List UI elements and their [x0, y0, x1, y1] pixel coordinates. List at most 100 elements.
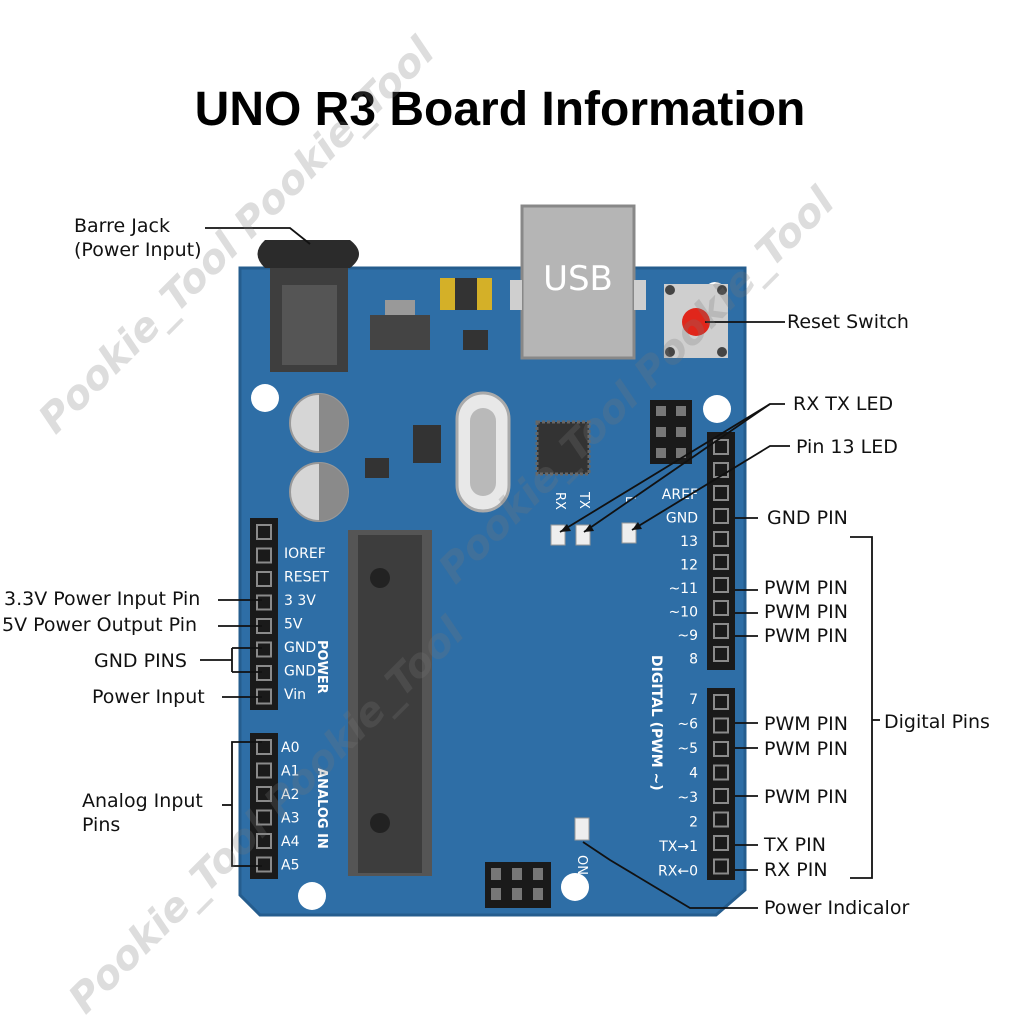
power-pin-label: 3 3V	[284, 593, 316, 609]
digital-pin-label: 8	[689, 652, 698, 668]
analog-pin-label: A0	[281, 740, 299, 756]
digital-pin-label: ~11	[668, 581, 698, 597]
pin-hole	[256, 594, 272, 611]
callout-gnd-pin: GND PIN	[767, 507, 848, 529]
pin-hole	[256, 739, 272, 755]
digital-section-label: DIGITAL (PWM ~)	[648, 655, 664, 791]
rx-led	[550, 524, 566, 546]
on-label: ON	[574, 855, 589, 875]
pin-hole	[256, 833, 272, 849]
callout-pwm-10: PWM PIN	[764, 601, 848, 623]
pin-hole	[256, 665, 272, 681]
pin-hole	[256, 547, 272, 564]
power-pin-label: Vin	[284, 687, 306, 703]
digital-pin-label: RX←0	[658, 864, 698, 880]
digital-pin-label: ~10	[668, 605, 698, 621]
callout-pin13-led: Pin 13 LED	[796, 436, 898, 458]
digital-pin-label: ~9	[677, 628, 698, 644]
pin-hole	[713, 811, 729, 828]
callout-rx-tx-led: RX TX LED	[793, 393, 894, 415]
callout-rx-pin: RX PIN	[764, 859, 828, 881]
pin-hole	[713, 508, 729, 524]
power-pin-label: RESET	[284, 570, 329, 586]
pin-hole	[256, 856, 272, 873]
pin-hole	[713, 554, 729, 570]
digital-pin-label: ~6	[677, 717, 698, 733]
callout-reset-switch: Reset Switch	[787, 311, 909, 333]
pin-hole	[256, 524, 272, 540]
power-pin-label: IOREF	[284, 546, 326, 562]
pin13-led	[621, 522, 637, 544]
mounting-hole	[251, 384, 279, 412]
pin-hole	[713, 694, 729, 710]
pin-hole	[256, 571, 272, 587]
callout-pwm-9: PWM PIN	[764, 625, 848, 647]
pin-hole	[713, 835, 729, 851]
analog-pin-label: A2	[281, 787, 299, 803]
callout-tx-pin: TX PIN	[764, 834, 826, 856]
pin-hole	[713, 485, 729, 501]
analog-header	[250, 733, 278, 879]
digital-pin-label: AREF	[662, 487, 698, 503]
analog-pin-label: A5	[281, 858, 299, 874]
pin-hole	[256, 762, 272, 779]
pin-hole	[713, 600, 729, 616]
pin-hole	[713, 764, 729, 781]
digital-pin-label: ~5	[677, 741, 698, 757]
power-pin-label: GND	[284, 664, 316, 680]
power-pin-label: 5V	[284, 617, 303, 633]
voltage-regulator	[370, 315, 430, 350]
tx-label: TX	[576, 491, 591, 509]
power-section-label: POWER	[314, 640, 329, 694]
power-pin-label: GND	[284, 640, 316, 656]
pin-hole	[713, 788, 729, 804]
analog-pin-label: A3	[281, 811, 299, 827]
digital-pin-label: 13	[680, 534, 698, 550]
small-ic	[413, 425, 441, 463]
callout-5v-pin: 5V Power Output Pin	[2, 614, 198, 636]
diagram-title: UNO R3 Board Information	[194, 83, 806, 136]
pin-hole	[256, 809, 272, 826]
usb-label: USB	[543, 259, 613, 299]
callout-power-input: Power Input	[92, 686, 205, 708]
callout-pwm-3: PWM PIN	[764, 786, 848, 808]
callout-power-indicator: Power Indicalor	[764, 897, 910, 919]
callout-barrel-jack: Barre Jack (Power Input)	[74, 215, 202, 261]
barrel-jack-face	[282, 285, 337, 365]
pin-hole	[713, 717, 729, 734]
digital-pin-label: ~3	[677, 790, 698, 806]
digital-pin-label: 7	[689, 692, 698, 708]
pin-hole	[713, 623, 729, 639]
callout-3v3-pin: 3.3V Power Input Pin	[4, 588, 201, 610]
pin-hole	[713, 531, 729, 547]
pin-hole	[256, 641, 272, 658]
reset-button	[682, 308, 710, 336]
analog-pin-label: A4	[281, 834, 300, 850]
atmega-chip	[358, 535, 422, 873]
digital-header-bottom	[707, 688, 735, 880]
mounting-hole	[561, 873, 589, 901]
analog-pin-label: A1	[281, 764, 299, 780]
callout-gnd-pins: GND PINS	[94, 650, 187, 672]
usb-chip	[535, 420, 591, 476]
callout-pwm-6: PWM PIN	[764, 713, 848, 735]
pin-hole	[256, 786, 272, 802]
pin-hole	[713, 439, 729, 455]
pin-hole	[713, 646, 729, 662]
mounting-hole	[298, 882, 326, 910]
mounting-hole	[703, 395, 731, 423]
digital-pin-label: GND	[666, 511, 698, 527]
callout-pwm-11: PWM PIN	[764, 577, 848, 599]
on-led	[574, 817, 590, 841]
digital-pin-label: 4	[689, 766, 698, 782]
barrel-jack-top	[257, 240, 359, 268]
small-ic	[365, 458, 389, 478]
rx-label: RX	[552, 492, 567, 510]
analog-section-label: ANALOG IN	[314, 768, 329, 849]
digital-pin-label: 2	[689, 815, 698, 831]
pin-hole	[713, 858, 729, 875]
digital-pin-label: 12	[680, 558, 698, 574]
power-header	[250, 518, 278, 710]
callout-digital-pins: Digital Pins	[884, 711, 990, 733]
